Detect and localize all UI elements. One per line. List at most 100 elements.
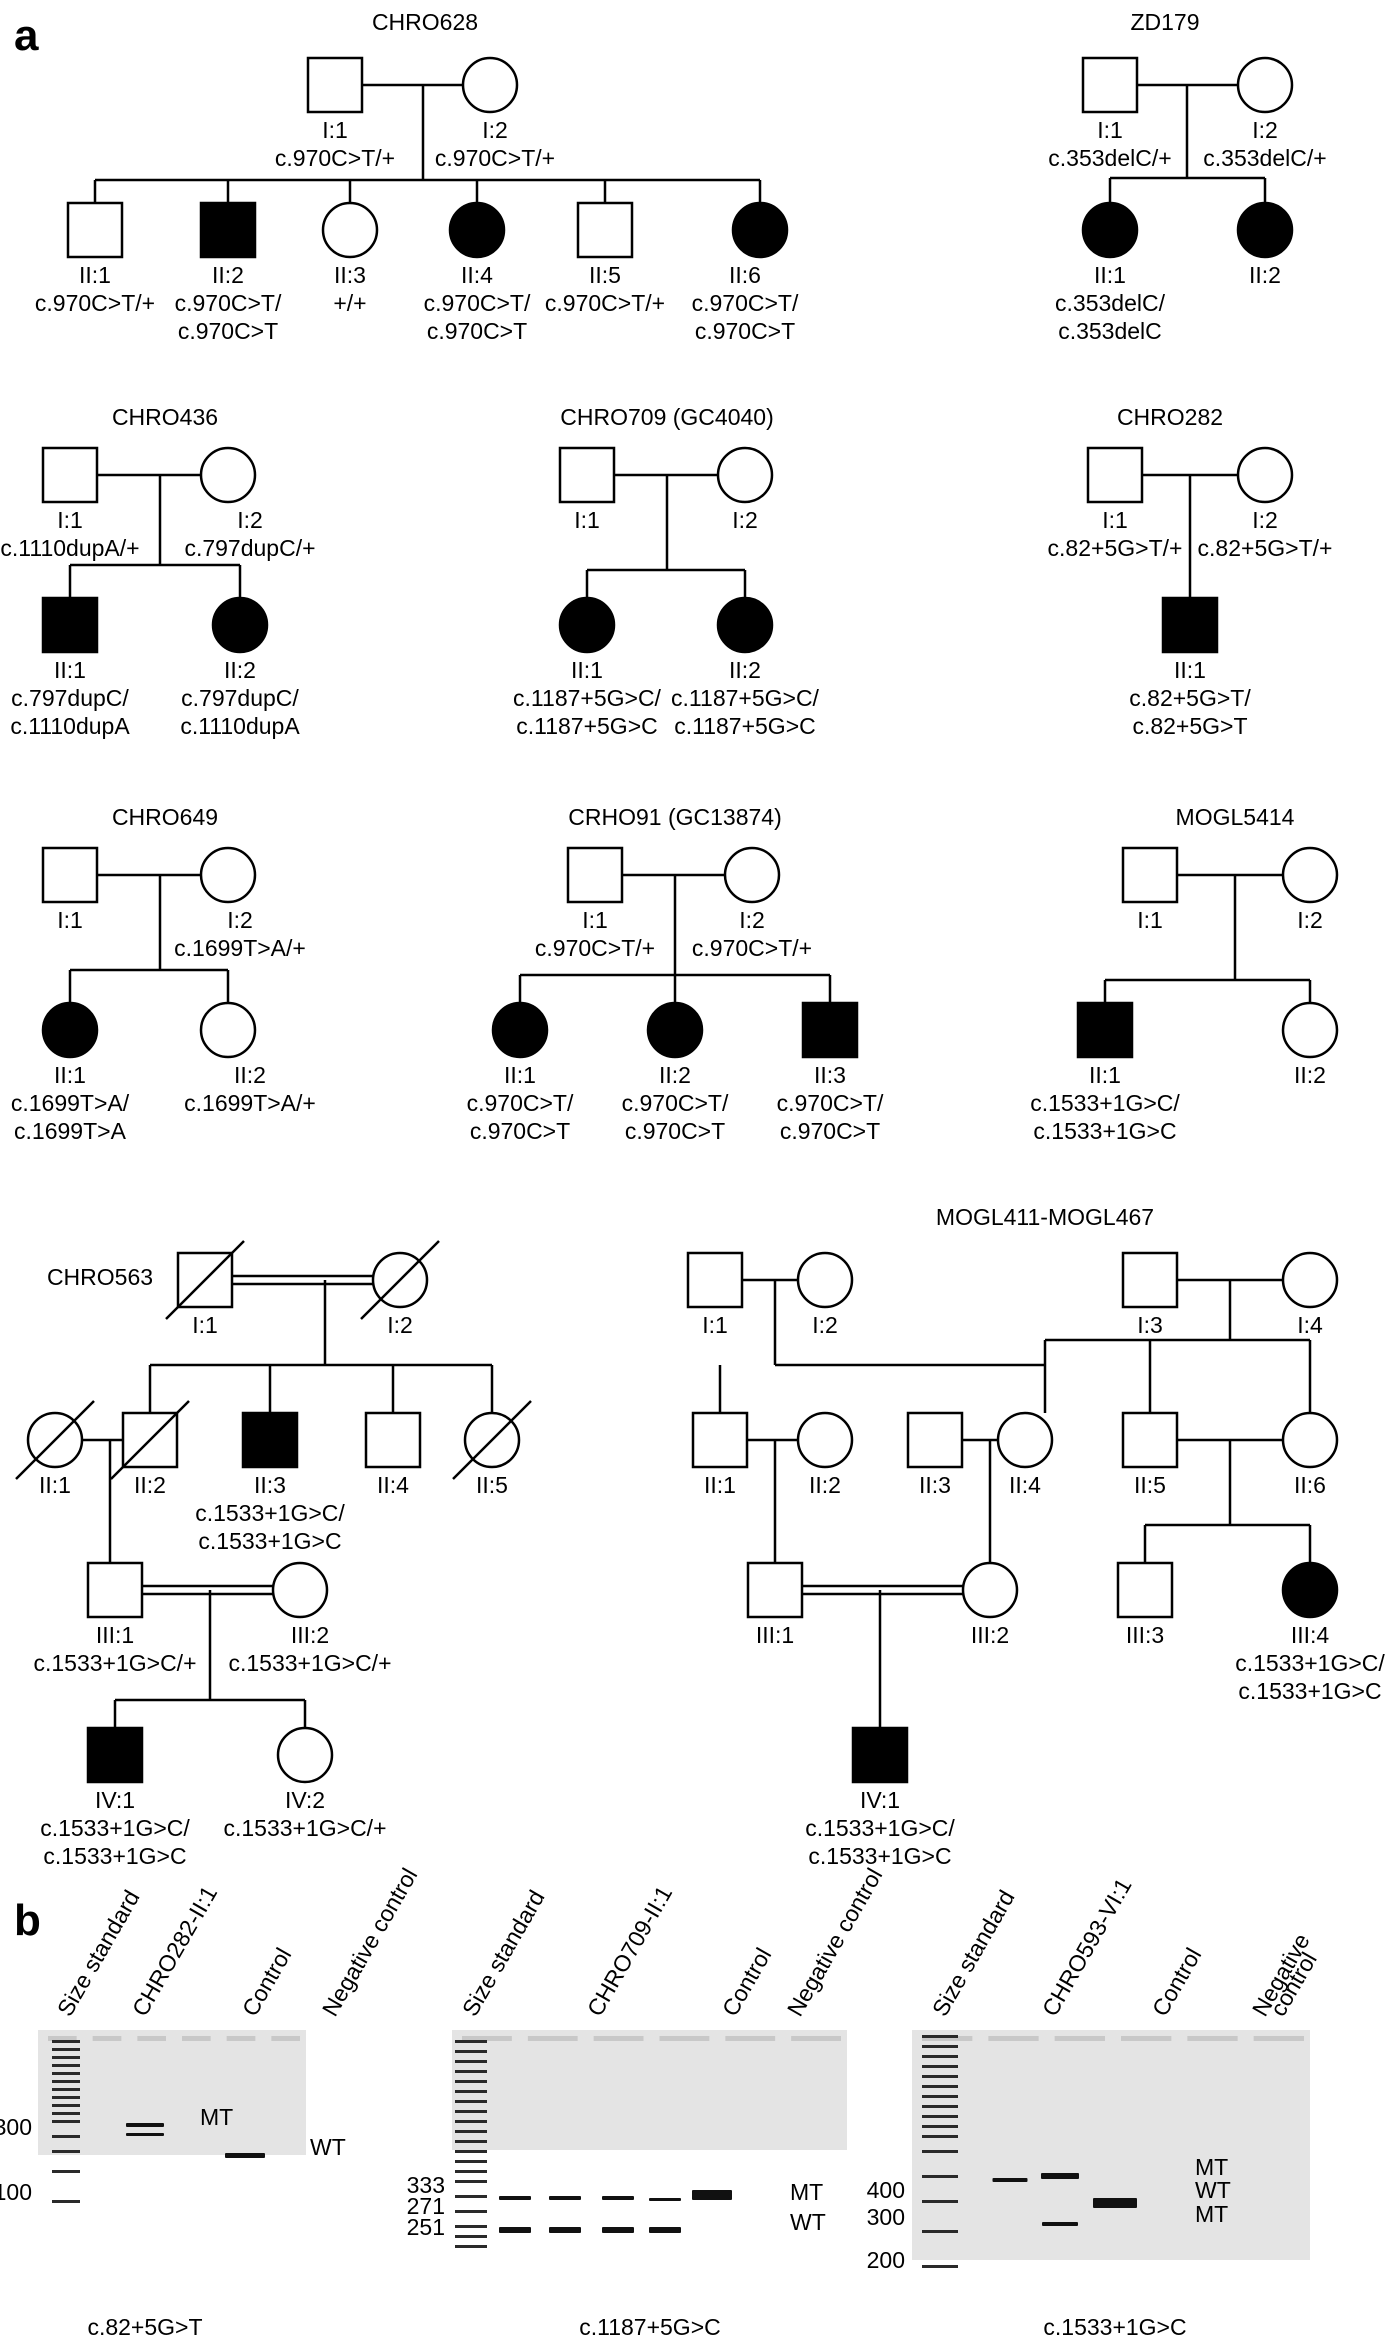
member-genotype: c.1699T>A <box>14 1118 127 1144</box>
member-genotype: c.970C>T/ <box>467 1090 574 1116</box>
unaffected-male-symbol <box>1116 1561 1174 1619</box>
pedigree-zd179: ZD179I:1c.353delC/+I:2c.353delC/+II:1c.3… <box>1048 9 1326 344</box>
unaffected-female-symbol <box>199 1001 257 1059</box>
member-id: II:6 <box>1294 1472 1326 1498</box>
member-id: IV:1 <box>95 1787 135 1813</box>
member-genotype: c.1110dupA/+ <box>0 535 139 561</box>
ladder-band <box>52 2072 80 2075</box>
ladder-band <box>52 2056 80 2059</box>
pedigree-family-id: CHRO563 <box>47 1264 153 1290</box>
ladder-band <box>922 2095 958 2098</box>
pedigree-family-id: ZD179 <box>1130 9 1199 35</box>
member-id: I:2 <box>739 907 765 933</box>
gel-image <box>452 2030 847 2150</box>
gel-well <box>271 2036 300 2041</box>
ladder-band <box>922 2230 958 2233</box>
member-genotype: c.970C>T <box>780 1118 880 1144</box>
unaffected-female-symbol <box>461 56 519 114</box>
unaffected-female-symbol <box>271 1561 329 1619</box>
member-id: II:2 <box>809 1472 841 1498</box>
ladder-band <box>922 2265 958 2268</box>
member-genotype: c.1533+1G>C/ <box>40 1815 190 1841</box>
ladder-band <box>922 2035 958 2038</box>
member-id: I:2 <box>1252 117 1278 143</box>
member-id: II:4 <box>1009 1472 1041 1498</box>
gel-well <box>1054 2036 1105 2041</box>
member-id: II:6 <box>729 262 761 288</box>
member-genotype: c.1187+5G>C <box>674 713 816 739</box>
member-genotype: c.82+5G>T <box>1132 713 1247 739</box>
unaffected-female-symbol <box>321 201 379 259</box>
unaffected-male-symbol <box>306 56 364 114</box>
sample-band <box>126 2123 164 2127</box>
ladder-band <box>52 2200 80 2203</box>
ladder-band <box>922 2055 958 2058</box>
member-genotype: c.1187+5G>C <box>516 713 658 739</box>
member-id: II:5 <box>476 1472 508 1498</box>
affected-male-symbol <box>241 1411 299 1469</box>
member-genotype: c.970C>T/+ <box>545 290 665 316</box>
member-id: I:1 <box>582 907 608 933</box>
ladder-band <box>455 2060 487 2063</box>
ladder-band <box>922 2105 958 2108</box>
unaffected-female-symbol <box>1281 1001 1339 1059</box>
gel-size-marker: 400 <box>867 2177 905 2203</box>
member-id: II:5 <box>589 262 621 288</box>
member-genotype: c.970C>T <box>470 1118 570 1144</box>
sample-band <box>225 2153 265 2158</box>
ladder-band <box>455 2090 487 2093</box>
gel-well <box>1253 2036 1304 2041</box>
member-id: II:2 <box>224 657 256 683</box>
gel-size-marker: 333 <box>407 2172 445 2198</box>
gel-image <box>38 2030 306 2155</box>
member-id: II:5 <box>1134 1472 1166 1498</box>
ladder-band <box>455 2180 487 2183</box>
unaffected-male-symbol <box>86 1561 144 1619</box>
affected-male-symbol <box>199 201 257 259</box>
member-id: I:1 <box>574 507 600 533</box>
member-genotype: c.970C>T <box>178 318 278 344</box>
member-id: II:2 <box>1249 262 1281 288</box>
gel-lane-label: CHRO593-VI:1 <box>1037 1874 1137 2021</box>
member-id: I:1 <box>57 907 83 933</box>
unaffected-male-symbol <box>1121 1411 1179 1469</box>
gel-size-marker: 300 <box>0 2114 32 2140</box>
pedigree-family-id: MOGL411-MOGL467 <box>936 1204 1154 1230</box>
member-id: I:2 <box>1297 907 1323 933</box>
panel-b-label: b <box>14 1896 41 1945</box>
unaffected-male-symbol <box>558 446 616 504</box>
gel-well <box>1187 2036 1238 2041</box>
gel-band-label: MT <box>1195 2201 1228 2227</box>
gel-well <box>182 2036 211 2041</box>
unaffected-male-symbol <box>66 201 124 259</box>
gel-image <box>912 2030 1310 2260</box>
member-id: I:1 <box>192 1312 218 1338</box>
affected-female-symbol <box>558 596 616 654</box>
affected-female-symbol <box>448 201 506 259</box>
member-genotype: c.1187+5G>C/ <box>513 685 662 711</box>
member-genotype: c.970C>T/ <box>175 290 282 316</box>
deceased-slash <box>15 1400 95 1480</box>
member-genotype: c.1533+1G>C/+ <box>223 1815 386 1841</box>
gel-caption: c.1533+1G>C <box>1043 2314 1186 2340</box>
pedigree-family-id: CHRO649 <box>112 804 218 830</box>
member-genotype: c.797dupC/ <box>181 685 299 711</box>
ladder-band <box>52 2048 80 2051</box>
ladder-band <box>922 2085 958 2088</box>
unaffected-female-symbol <box>961 1561 1019 1619</box>
member-genotype: c.1533+1G>C/+ <box>228 1650 391 1676</box>
member-id: I:2 <box>227 907 253 933</box>
member-id: III:3 <box>1126 1622 1164 1648</box>
ladder-band <box>52 2120 80 2123</box>
unaffected-female-symbol <box>716 446 774 504</box>
sample-band <box>992 2178 1028 2182</box>
member-id: II:1 <box>39 1472 71 1498</box>
sample-band <box>692 2190 732 2200</box>
member-genotype: c.1110dupA <box>180 713 300 739</box>
gel-well <box>48 2036 77 2041</box>
ladder-band <box>455 2110 487 2113</box>
gel-well <box>92 2036 122 2041</box>
